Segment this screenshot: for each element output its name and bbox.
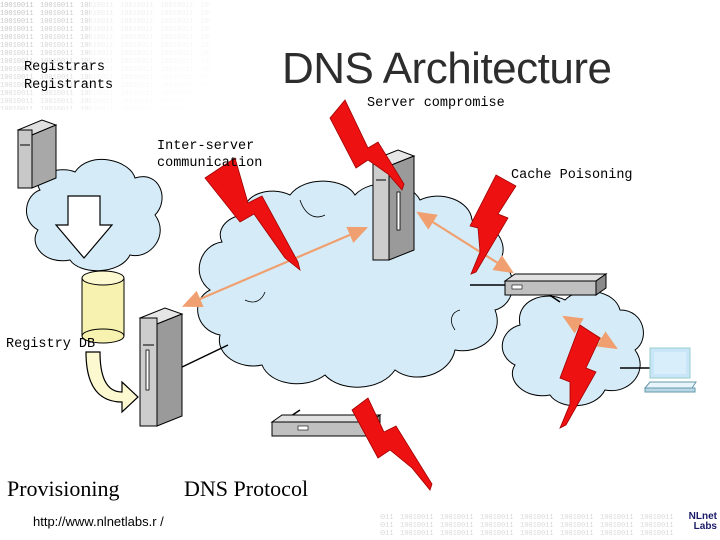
inter-server-arrow	[181, 226, 369, 308]
caching-server	[503, 273, 608, 296]
footer-url[interactable]: http://www.nlnetlabs.r /	[33, 514, 164, 529]
resolver-query-arrow	[416, 211, 514, 274]
primary-server	[138, 307, 184, 427]
workstation	[643, 347, 697, 393]
registrars-label: Registrars	[24, 60, 106, 75]
registry-db-label: Registry DB	[6, 337, 96, 352]
registrar-computer	[16, 119, 58, 189]
communication-label: communication	[157, 156, 263, 171]
provisioning-curved-arrow	[85, 351, 139, 414]
threat-bolts	[204, 99, 601, 491]
provisioning-down-arrow	[54, 195, 114, 259]
nlnetlabs-logo: NLnet Labs	[679, 512, 717, 536]
registrants-label: Registrants	[24, 78, 114, 93]
registry-db-cylinder	[81, 270, 125, 344]
cache-poisoning-label: Cache Poisoning	[511, 168, 633, 183]
logo-line-2: Labs	[693, 521, 717, 532]
dns-protocol-label: DNS Protocol	[184, 476, 309, 501]
binary-background-bottom	[380, 512, 675, 536]
logo-line-1: NLnet	[688, 511, 717, 522]
page-title: DNS Architecture	[282, 44, 612, 93]
binary-background-top	[0, 0, 210, 110]
threat-bolt-dns-protocol	[351, 397, 433, 491]
server-compromise-label: Server compromise	[367, 96, 505, 111]
secondary-server	[371, 149, 416, 261]
inter-server-label: Inter-server	[157, 139, 255, 154]
threat-bolt-inter-server	[204, 157, 301, 272]
threat-bolt-cache-poisoning	[469, 174, 517, 275]
provisioning-label: Provisioning	[7, 476, 120, 501]
threat-bolt-resolver	[559, 324, 601, 429]
threat-bolt-server-compromise	[329, 99, 405, 191]
